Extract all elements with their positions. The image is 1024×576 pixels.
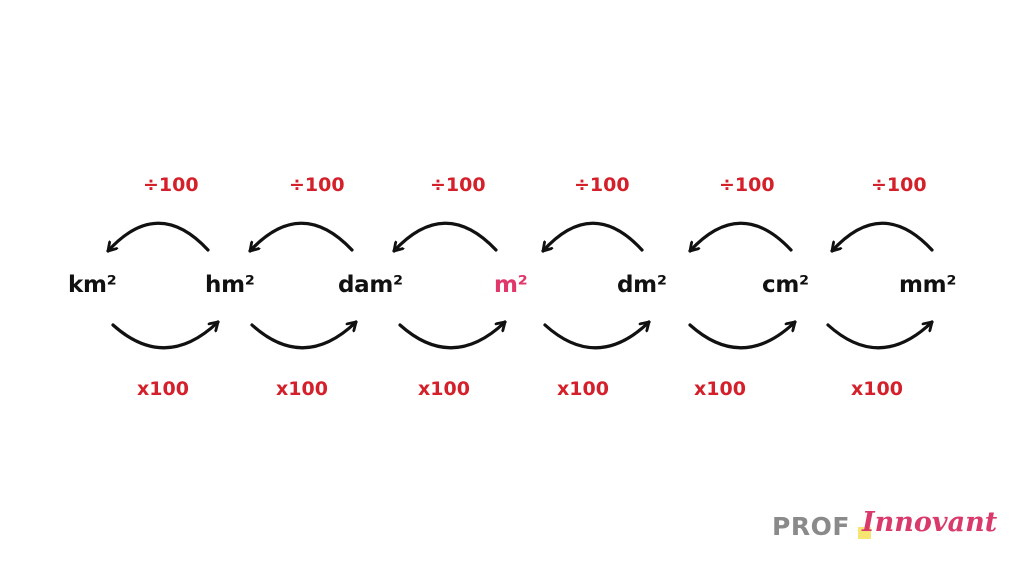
divide-arrow-1 <box>106 221 210 253</box>
logo-suffix: Innovant <box>862 507 998 538</box>
divide-factor-6: ÷100 <box>871 174 927 196</box>
multiply-arrow-2 <box>250 320 358 350</box>
divide-factor-5: ÷100 <box>719 174 775 196</box>
divide-arrow-4 <box>541 221 644 253</box>
unit-km2: km² <box>68 272 117 298</box>
divide-arrow-3 <box>392 221 498 253</box>
unit-dm2: dm² <box>617 272 667 298</box>
multiply-arrow-6 <box>826 320 934 350</box>
unit-cm2: cm² <box>762 272 809 298</box>
multiply-factor-3: x100 <box>418 378 470 400</box>
multiply-arrow-4 <box>543 320 651 350</box>
unit-hm2: hm² <box>205 272 255 298</box>
logo-highlight-mark <box>858 527 871 539</box>
multiply-factor-5: x100 <box>694 378 746 400</box>
multiply-factor-1: x100 <box>137 378 189 400</box>
divide-factor-1: ÷100 <box>143 174 199 196</box>
multiply-arrow-3 <box>398 320 507 350</box>
unit-mm2: mm² <box>899 272 957 298</box>
divide-factor-3: ÷100 <box>430 174 486 196</box>
unit-m2: m² <box>494 272 528 298</box>
divide-arrow-2 <box>248 221 354 253</box>
divide-factor-4: ÷100 <box>574 174 630 196</box>
multiply-factor-6: x100 <box>851 378 903 400</box>
divide-arrow-5 <box>688 221 793 253</box>
logo-prefix: PROF <box>772 512 850 541</box>
multiply-arrow-1 <box>111 320 220 350</box>
unit-dam2: dam² <box>338 272 403 298</box>
divide-arrow-6 <box>830 221 934 253</box>
multiply-arrow-5 <box>688 320 797 350</box>
multiply-factor-4: x100 <box>557 378 609 400</box>
multiply-factor-2: x100 <box>276 378 328 400</box>
divide-factor-2: ÷100 <box>289 174 345 196</box>
